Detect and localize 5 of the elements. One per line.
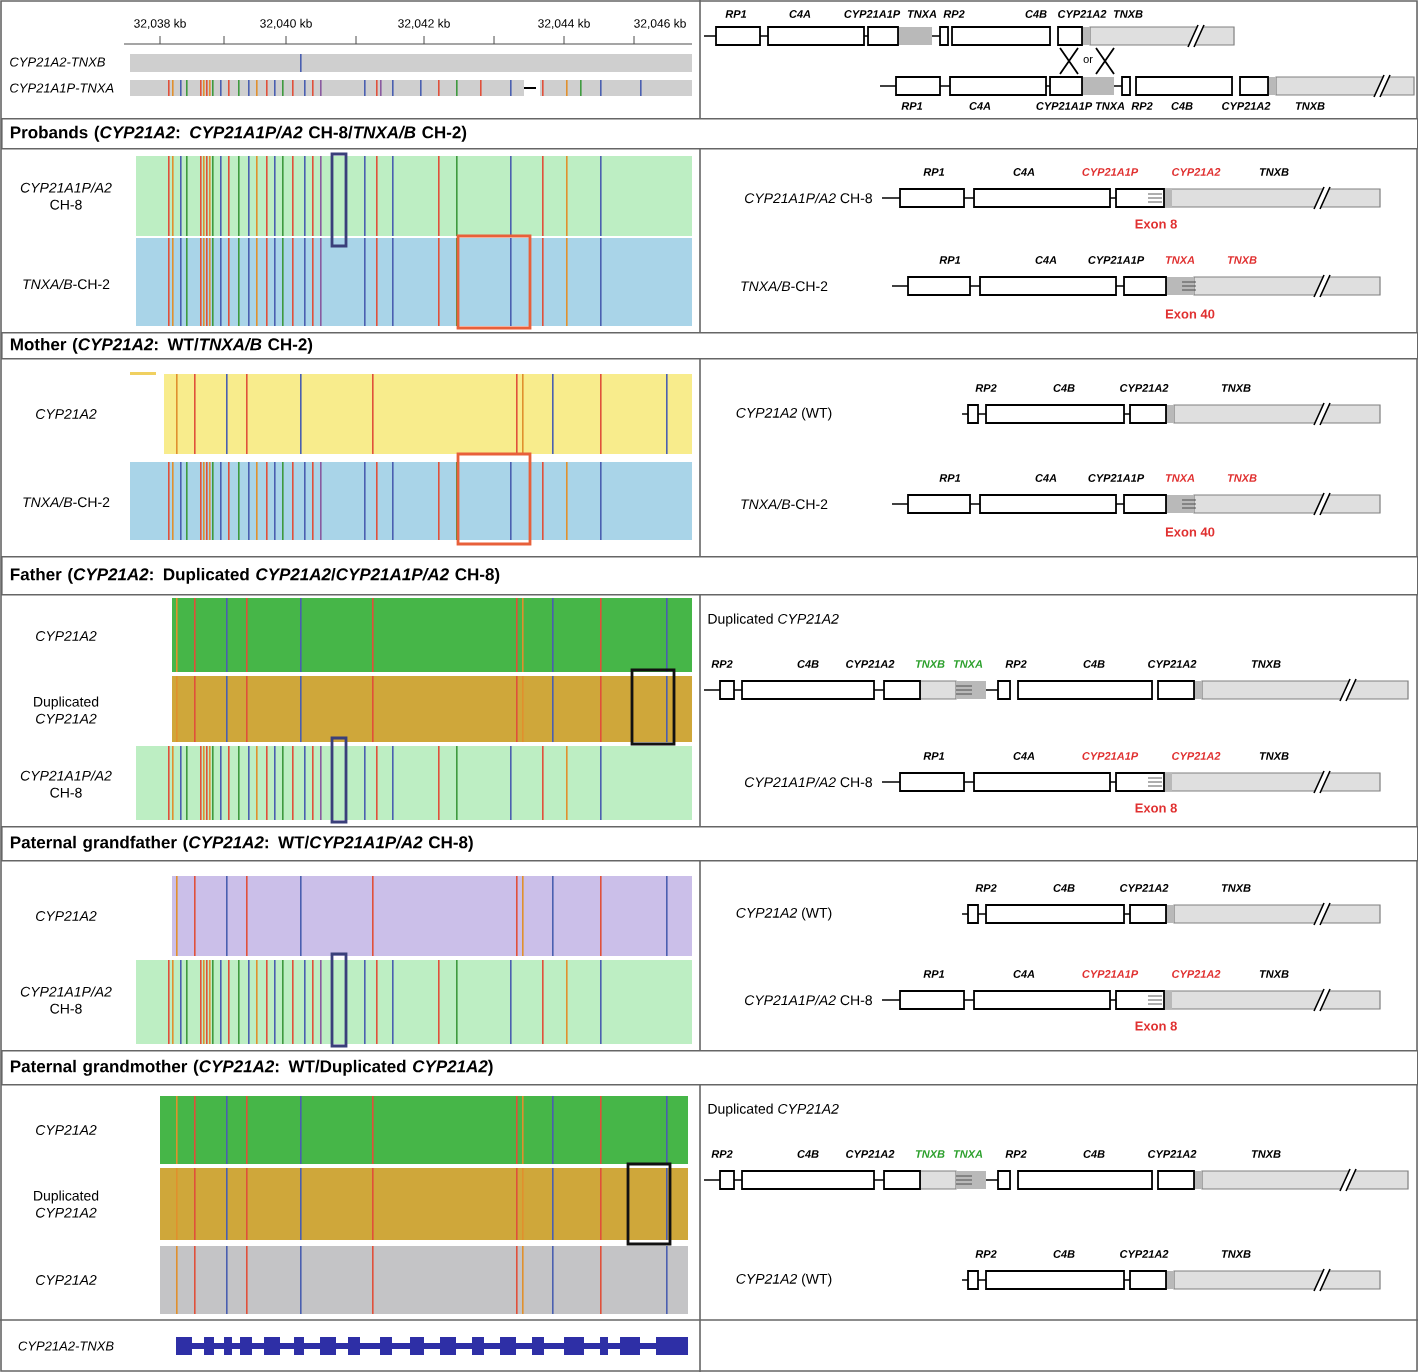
section-header: Father (CYP21A2: Duplicated CYP21A2/CYP21A1P/A2 CH-8): [1, 556, 1418, 596]
section-header: Paternal grandmother (CYP21A2: WT/Duplicated CYP21A2): [1, 1050, 1418, 1086]
section-header: Probands (CYP21A2: CYP21A1P/A2 CH-8/TNXA/B CH-2): [1, 118, 1418, 150]
section-header: Paternal grandfather (CYP21A2: WT/CYP21A1P/A2 CH-8): [1, 826, 1418, 862]
section-header: Mother (CYP21A2: WT/TNXA/B CH-2): [1, 332, 1418, 360]
